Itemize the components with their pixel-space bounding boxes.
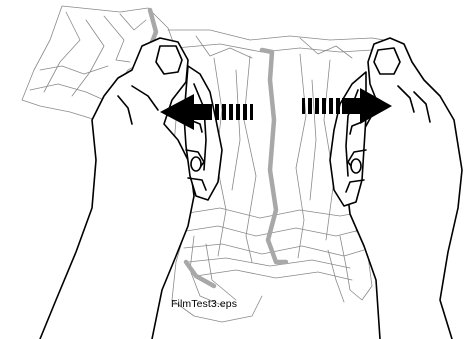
- right-thumbnail: [374, 48, 400, 74]
- figure-caption: FilmTest3.eps: [171, 298, 237, 310]
- left-hand: [40, 38, 222, 339]
- right-hand: [330, 38, 462, 339]
- seam-center: [262, 50, 286, 262]
